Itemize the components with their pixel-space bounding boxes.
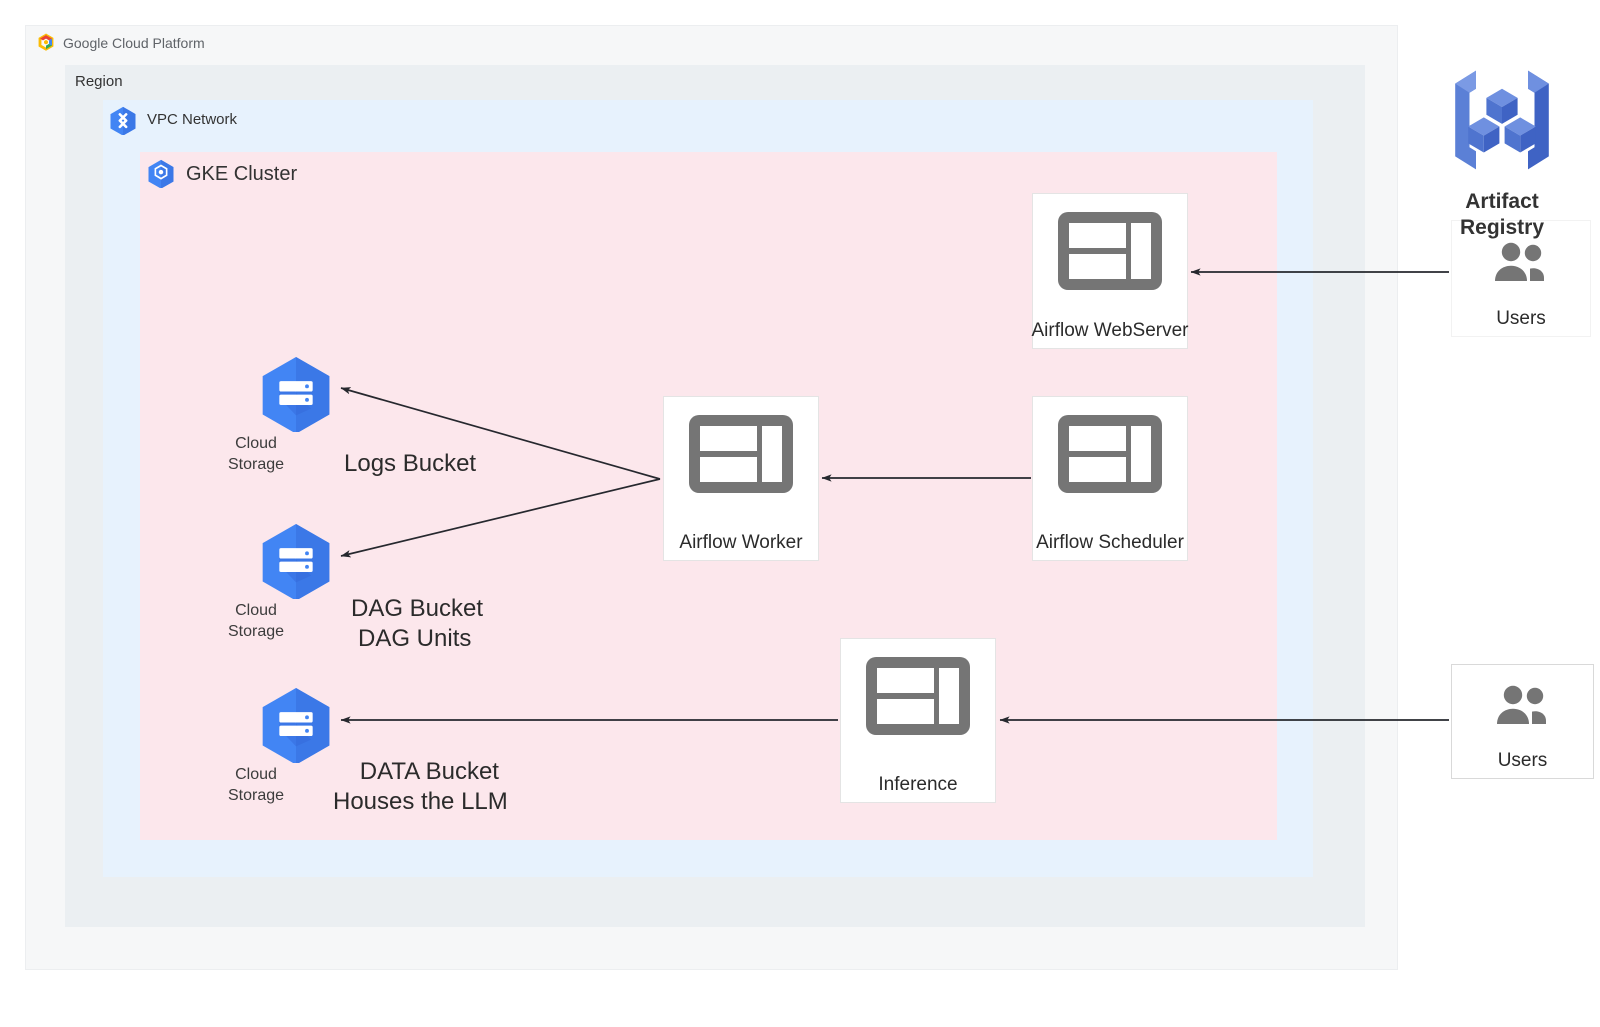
- data-bucket-annotation-line1: DATA Bucket: [359, 758, 499, 785]
- cloud-storage-caption-line1: Cloud: [235, 602, 277, 619]
- cloud-storage-caption: Cloud Storage: [228, 434, 284, 476]
- cloud-storage-caption: Cloud Storage: [228, 765, 284, 807]
- artifact-registry-label: Artifact Registry: [1437, 189, 1567, 240]
- artifact-registry-icon: [1437, 55, 1567, 185]
- app-window-icon: [866, 657, 970, 735]
- node-airflow-scheduler[interactable]: Airflow Scheduler: [1032, 396, 1188, 561]
- cloud-storage-caption-line2: Storage: [227, 455, 285, 473]
- node-users-bottom-label: Users: [1497, 750, 1548, 771]
- logs-bucket-annotation: Logs Bucket: [344, 449, 476, 479]
- app-window-icon: [689, 415, 793, 493]
- logs-bucket-annotation-line1: Logs Bucket: [344, 450, 477, 477]
- gcp-brand-suffix: Cloud Platform: [108, 35, 205, 51]
- gcp-brand-text: Google Cloud Platform: [63, 35, 205, 51]
- cloud-storage-caption-line2: Storage: [227, 622, 285, 640]
- gcp-brand-name: Google: [63, 35, 109, 51]
- users-group-icon: [1486, 240, 1556, 288]
- users-group-icon: [1488, 683, 1558, 731]
- cloud-storage-caption-line2: Storage: [227, 786, 285, 804]
- region-label: Region: [75, 73, 123, 90]
- dag-bucket-annotation: DAG Bucket DAG Units: [351, 594, 483, 655]
- gke-cluster-label: GKE Cluster: [186, 163, 298, 185]
- cloud-storage-caption-line1: Cloud: [235, 766, 277, 783]
- cloud-storage-caption-line1: Cloud: [235, 435, 277, 452]
- cloud-storage-hex-icon: [256, 683, 336, 763]
- node-inference[interactable]: Inference: [840, 638, 996, 803]
- node-airflow-webserver[interactable]: Airflow WebServer: [1032, 193, 1188, 349]
- google-cloud-logo-icon: [36, 33, 56, 53]
- cloud-storage-hex-icon: [256, 519, 336, 599]
- node-airflow-webserver-label: Airflow WebServer: [1031, 320, 1189, 341]
- cloud-storage-hex-icon: [256, 352, 336, 432]
- node-inference-label: Inference: [878, 774, 958, 795]
- app-window-icon: [1058, 415, 1162, 493]
- node-airflow-worker-label: Airflow Worker: [679, 532, 803, 553]
- data-bucket-annotation: DATA Bucket Houses the LLM: [333, 757, 508, 818]
- node-airflow-worker[interactable]: Airflow Worker: [663, 396, 819, 561]
- gke-cluster-hex-icon: [146, 158, 176, 188]
- app-window-icon: [1058, 212, 1162, 290]
- dag-bucket-annotation-line2: DAG Units: [358, 625, 472, 653]
- artifact-registry-label-line1: Artifact: [1465, 190, 1539, 213]
- node-users-top-label: Users: [1496, 308, 1546, 329]
- node-users-bottom[interactable]: Users: [1451, 664, 1594, 779]
- vpc-network-hex-icon: [108, 105, 138, 135]
- data-bucket-annotation-line2: Houses the LLM: [333, 788, 508, 816]
- node-users-top[interactable]: Users: [1451, 220, 1591, 337]
- gcp-brand: Google Cloud Platform: [36, 33, 205, 53]
- node-airflow-scheduler-label: Airflow Scheduler: [1036, 532, 1184, 553]
- vpc-network-label: VPC Network: [147, 111, 238, 128]
- artifact-registry[interactable]: Artifact Registry: [1437, 55, 1567, 240]
- artifact-registry-label-line2: Registry: [1459, 215, 1545, 239]
- dag-bucket-annotation-line1: DAG Bucket: [351, 595, 484, 622]
- cloud-storage-caption: Cloud Storage: [228, 601, 284, 643]
